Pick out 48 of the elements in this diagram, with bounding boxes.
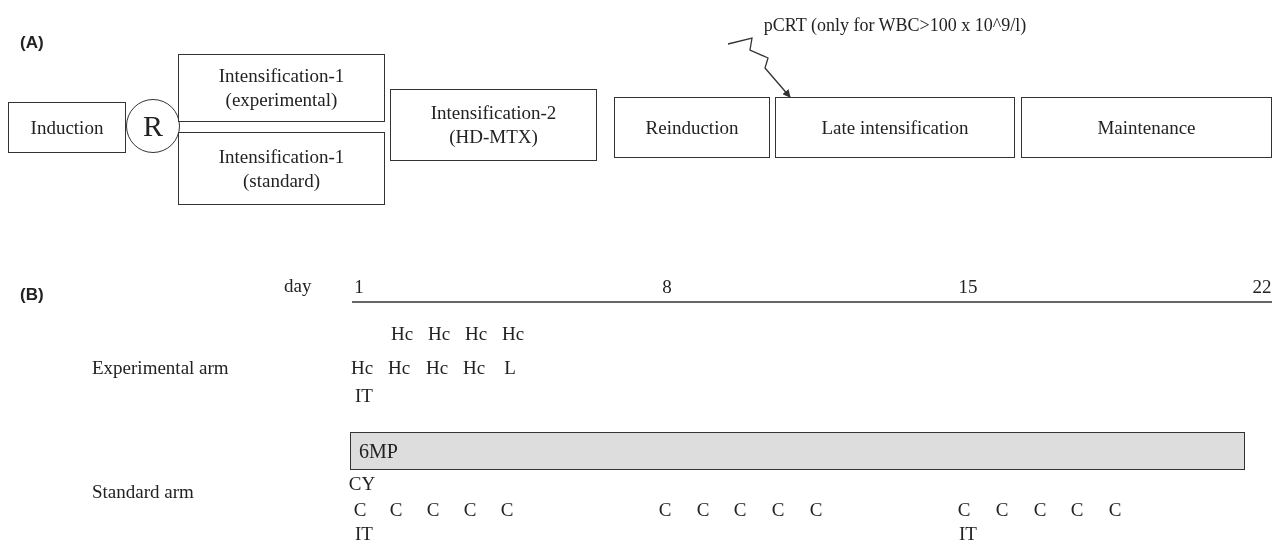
drug-bar: 6MP [350,432,1245,470]
drug-code: IT [355,524,373,543]
randomization-circle: R [126,99,180,153]
drug-code: Hc [464,324,488,343]
phase-box: Induction [8,102,126,153]
drug-code: C [658,500,672,519]
day-number: 8 [662,277,672,296]
drug-code: IT [959,524,977,543]
drug-code: C [426,500,440,519]
drug-code: Hc [390,324,414,343]
drug-code: C [1108,500,1122,519]
panel-label: (A) [20,34,44,51]
phase-box: Reinduction [614,97,770,158]
drug-code: C [353,500,367,519]
arm-label: Experimental arm [92,358,229,377]
drug-code: L [504,358,516,377]
arm-label: Standard arm [92,482,194,501]
day-number: 22 [1252,277,1272,296]
axis-label: day [284,276,312,295]
drug-code: Hc [387,358,411,377]
drug-code: C [957,500,971,519]
phase-box: Late intensification [775,97,1015,158]
drug-code: IT [355,386,373,405]
drug-code: CY [348,474,376,493]
drug-code: C [809,500,823,519]
drug-code: C [771,500,785,519]
drug-code: C [1070,500,1084,519]
phase-box: Intensification-1 (standard) [178,132,385,205]
drug-code: Hc [350,358,374,377]
day-number: 1 [354,277,364,296]
phase-box: Intensification-1 (experimental) [178,54,385,122]
phase-box: Intensification-2 (HD-MTX) [390,89,597,161]
drug-code: Hc [425,358,449,377]
drug-code: C [733,500,747,519]
drug-code: Hc [501,324,525,343]
drug-code: C [1033,500,1047,519]
drug-code: C [696,500,710,519]
lightning-arrow [727,37,791,98]
drug-code: Hc [427,324,451,343]
panel-label: (B) [20,286,44,303]
drug-code: C [463,500,477,519]
annotation-text: pCRT (only for WBC>100 x 10^9/l) [710,10,1080,40]
drug-code: C [389,500,403,519]
day-number: 15 [958,277,978,296]
drug-code: C [500,500,514,519]
phase-box: Maintenance [1021,97,1272,158]
drug-code: Hc [462,358,486,377]
drug-code: C [995,500,1009,519]
